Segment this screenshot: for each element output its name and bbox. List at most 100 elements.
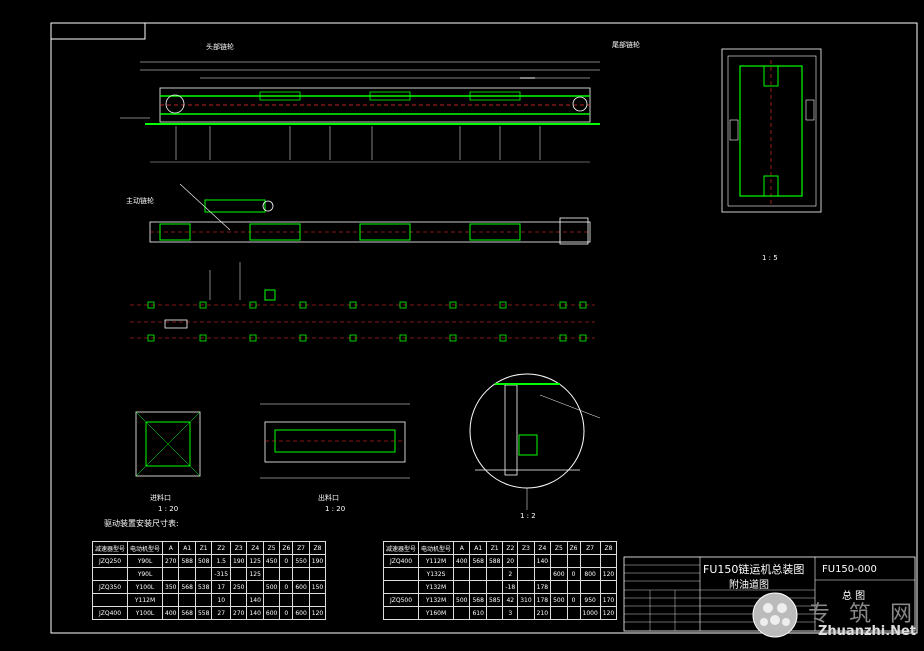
table-cell: 610 [469, 606, 487, 620]
table-cell: 350 [162, 580, 180, 594]
table-cell [566, 606, 581, 620]
table-cell [485, 606, 504, 620]
table-cell: 600 [292, 606, 310, 620]
table-cell: 1000 [579, 606, 601, 620]
table-cell: 600 [550, 567, 568, 581]
table-cell: Y112M [127, 593, 164, 607]
table-cell [162, 593, 180, 607]
table-cell: 20 [502, 554, 519, 568]
watermark-logo-icon [752, 592, 798, 638]
table-cell: 568 [469, 554, 487, 568]
sheet-name: 总 图 [842, 591, 866, 602]
drawing-number: FU150-000 [822, 564, 877, 575]
cross-section-view [721, 48, 822, 213]
table-cell [453, 567, 471, 581]
table-cell [382, 580, 420, 594]
table-cell [382, 606, 420, 620]
table-cell: 42 [502, 593, 519, 607]
table-cell: 17 [211, 580, 232, 594]
table-cell: 178 [533, 593, 552, 607]
table-cell [517, 606, 535, 620]
table-cell: 400 [162, 606, 180, 620]
table-cell: Y132M [418, 580, 455, 594]
table-header-cell: Z6 [279, 541, 294, 555]
table-cell: 120 [599, 606, 618, 620]
table-cell [485, 567, 504, 581]
table-header-cell: Z8 [308, 541, 327, 555]
table-header-cell: A [453, 541, 471, 555]
table-cell [230, 593, 248, 607]
table-cell [599, 580, 618, 594]
discharge-label: 出料口 [318, 494, 339, 502]
table-cell: 585 [485, 593, 504, 607]
table-cell [453, 580, 471, 594]
drive-head-label: 主动链轮 [126, 197, 154, 205]
table-cell: 568 [469, 593, 487, 607]
table-cell [178, 593, 196, 607]
detail-circle-view [469, 373, 601, 510]
drawing-subtitle: 附油道图 [729, 580, 769, 591]
table-cell: 500 [262, 580, 281, 594]
table-cell: 538 [194, 580, 213, 594]
table-header-cell: 减速器型号 [91, 541, 129, 555]
cross-section-scale-label: 1 : 5 [762, 254, 778, 262]
table-cell: 10 [211, 593, 232, 607]
detail-scale-label: 1 : 2 [520, 512, 536, 520]
table-cell: Y90L [127, 567, 164, 581]
table-header-cell: Z1 [485, 541, 504, 555]
table-cell: 950 [579, 593, 601, 607]
table-cell: 190 [308, 554, 327, 568]
table-cell [262, 593, 281, 607]
table-header-cell: Z5 [550, 541, 568, 555]
table-cell [230, 567, 248, 581]
table-cell: Y112M [418, 554, 455, 568]
table-cell: 0 [566, 567, 581, 581]
watermark-chinese: 专 筑 网 [808, 602, 918, 627]
table-cell [194, 567, 213, 581]
table-cell [292, 567, 310, 581]
table-cell: 125 [246, 554, 264, 568]
table-header-cell: 减速器型号 [382, 541, 420, 555]
table-cell: 270 [230, 606, 248, 620]
table-cell: JZQ250 [91, 554, 129, 568]
drawing-title: FU150链运机总装图 [703, 563, 805, 576]
table-cell: 140 [246, 593, 264, 607]
table-header-cell: Z7 [579, 541, 601, 555]
watermark-url: Zhuanzhi.Net [818, 624, 917, 639]
table-cell: 600 [262, 606, 281, 620]
table-cell [246, 580, 264, 594]
table-cell [262, 567, 281, 581]
table-cell [533, 567, 552, 581]
table-note-title: 驱动装置安装尺寸表: [104, 519, 179, 528]
table-cell: -18 [502, 580, 519, 594]
table-cell [178, 567, 196, 581]
feed-inlet-label: 进料口 [150, 494, 171, 502]
table-cell: 550 [292, 554, 310, 568]
table-cell [194, 593, 213, 607]
table-cell: 2 [502, 567, 519, 581]
table-cell: Y100L [127, 580, 164, 594]
table-cell: 170 [599, 593, 618, 607]
table-cell [550, 580, 568, 594]
table-cell: 0 [279, 580, 294, 594]
table-header-cell: Z4 [533, 541, 552, 555]
table-cell: 500 [550, 593, 568, 607]
head-section-label: 头部链轮 [206, 43, 234, 51]
table-cell: 400 [453, 554, 471, 568]
table-header-cell: Z2 [211, 541, 232, 555]
table-cell [162, 567, 180, 581]
table-header-cell: A1 [469, 541, 487, 555]
table-cell: 500 [453, 593, 471, 607]
table-cell: 508 [194, 554, 213, 568]
table-cell: 140 [533, 554, 552, 568]
